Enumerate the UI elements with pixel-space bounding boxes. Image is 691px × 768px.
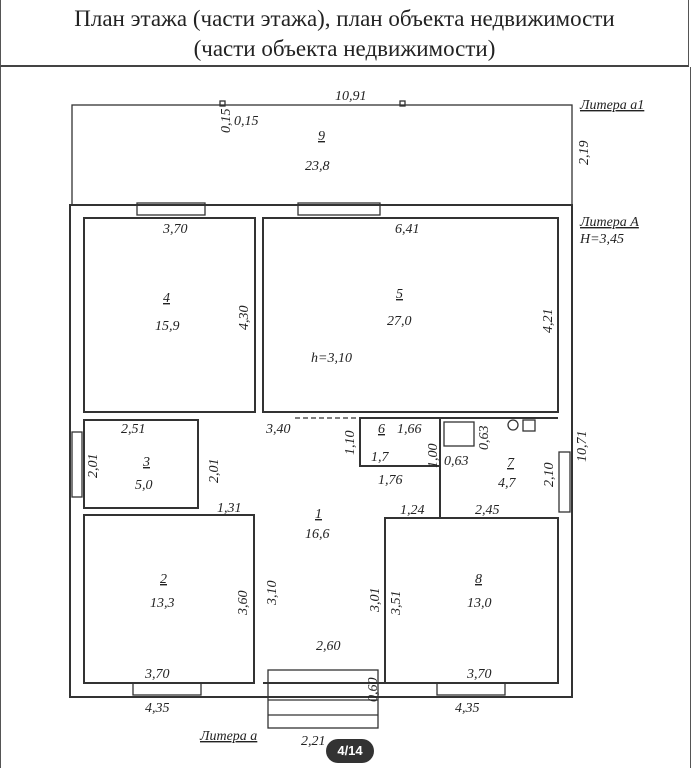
height-label: H=3,45 [579,232,624,247]
title-line-2: (части объекта недвижимости) [193,36,496,61]
room-area: 13,3 [150,596,175,611]
dimension: 0,60 [366,678,381,703]
dimension: 1,00 [426,444,441,469]
dimension: 3,70 [144,667,170,682]
porch-outline [267,669,379,729]
room-number: 6 [378,422,385,437]
dimension: 0,15 [234,114,259,129]
litera-a1-label: Литера а1 [579,98,644,113]
dimension: 2,60 [316,639,341,654]
ceiling-height: h=3,10 [311,351,352,366]
dimension: 1,24 [400,503,425,518]
room-area: 4,7 [498,476,517,491]
room-number: 9 [318,129,325,144]
dimension: 3,51 [389,591,404,617]
page-indicator: 4/14 [326,739,374,763]
dimension: 1,10 [343,431,358,456]
room-number: 5 [396,287,403,302]
room-area: 23,8 [305,159,330,174]
dimension: 2,45 [475,503,500,518]
dimension: 2,01 [86,454,101,479]
dimension: 6,41 [395,222,420,237]
room-area: 5,0 [135,478,153,493]
room-number: 3 [142,455,150,470]
dimension: 4,35 [145,701,170,716]
room-number: 4 [163,291,170,306]
title-line-1: План этажа (части этажа), план объекта н… [74,6,615,31]
dimension: 3,10 [265,581,280,607]
dimension: 3,40 [265,422,291,437]
room-area: 16,6 [305,527,330,542]
litera-a-label: Литера а [199,729,257,744]
dimension: 4,35 [455,701,480,716]
outer-wall [69,204,573,698]
room-area: 15,9 [155,319,180,334]
room-number: 2 [160,572,167,587]
dimension: 3,70 [466,667,492,682]
dimension: 2,19 [577,141,592,166]
room-area: 13,0 [467,596,492,611]
room-9-outline [71,104,573,206]
room-number: 1 [315,507,322,522]
dimension: 0,63 [444,454,469,469]
dimension: 3,01 [368,588,383,614]
dimension: 1,76 [378,473,403,488]
dimension: 2,51 [121,422,146,437]
room-area: 27,0 [387,314,412,329]
dimension: 2,21 [301,734,326,749]
dimension: 10,91 [335,89,367,104]
dimension: 0,15 [219,109,234,134]
dimension: 0,63 [477,426,492,451]
room-number: 8 [475,572,482,587]
room-number: 7 [507,456,515,471]
room-area: 1,7 [371,450,390,465]
dimension: 2,01 [207,459,222,484]
room-3-outline [83,419,199,509]
dimension: 4,21 [541,309,556,334]
dimension: 1,31 [217,501,242,516]
room-5-outline [262,217,559,413]
dimension: 3,60 [236,591,251,617]
dimension: 2,10 [542,463,557,488]
room-4-outline [83,217,256,413]
dimension: 3,70 [162,222,188,237]
dimension: 10,71 [575,431,590,463]
plan-title: План этажа (части этажа), план объекта н… [0,0,689,67]
dimension: 1,66 [397,422,422,437]
dimension: 4,30 [237,306,252,331]
litera-A-label: Литера А [579,215,639,230]
